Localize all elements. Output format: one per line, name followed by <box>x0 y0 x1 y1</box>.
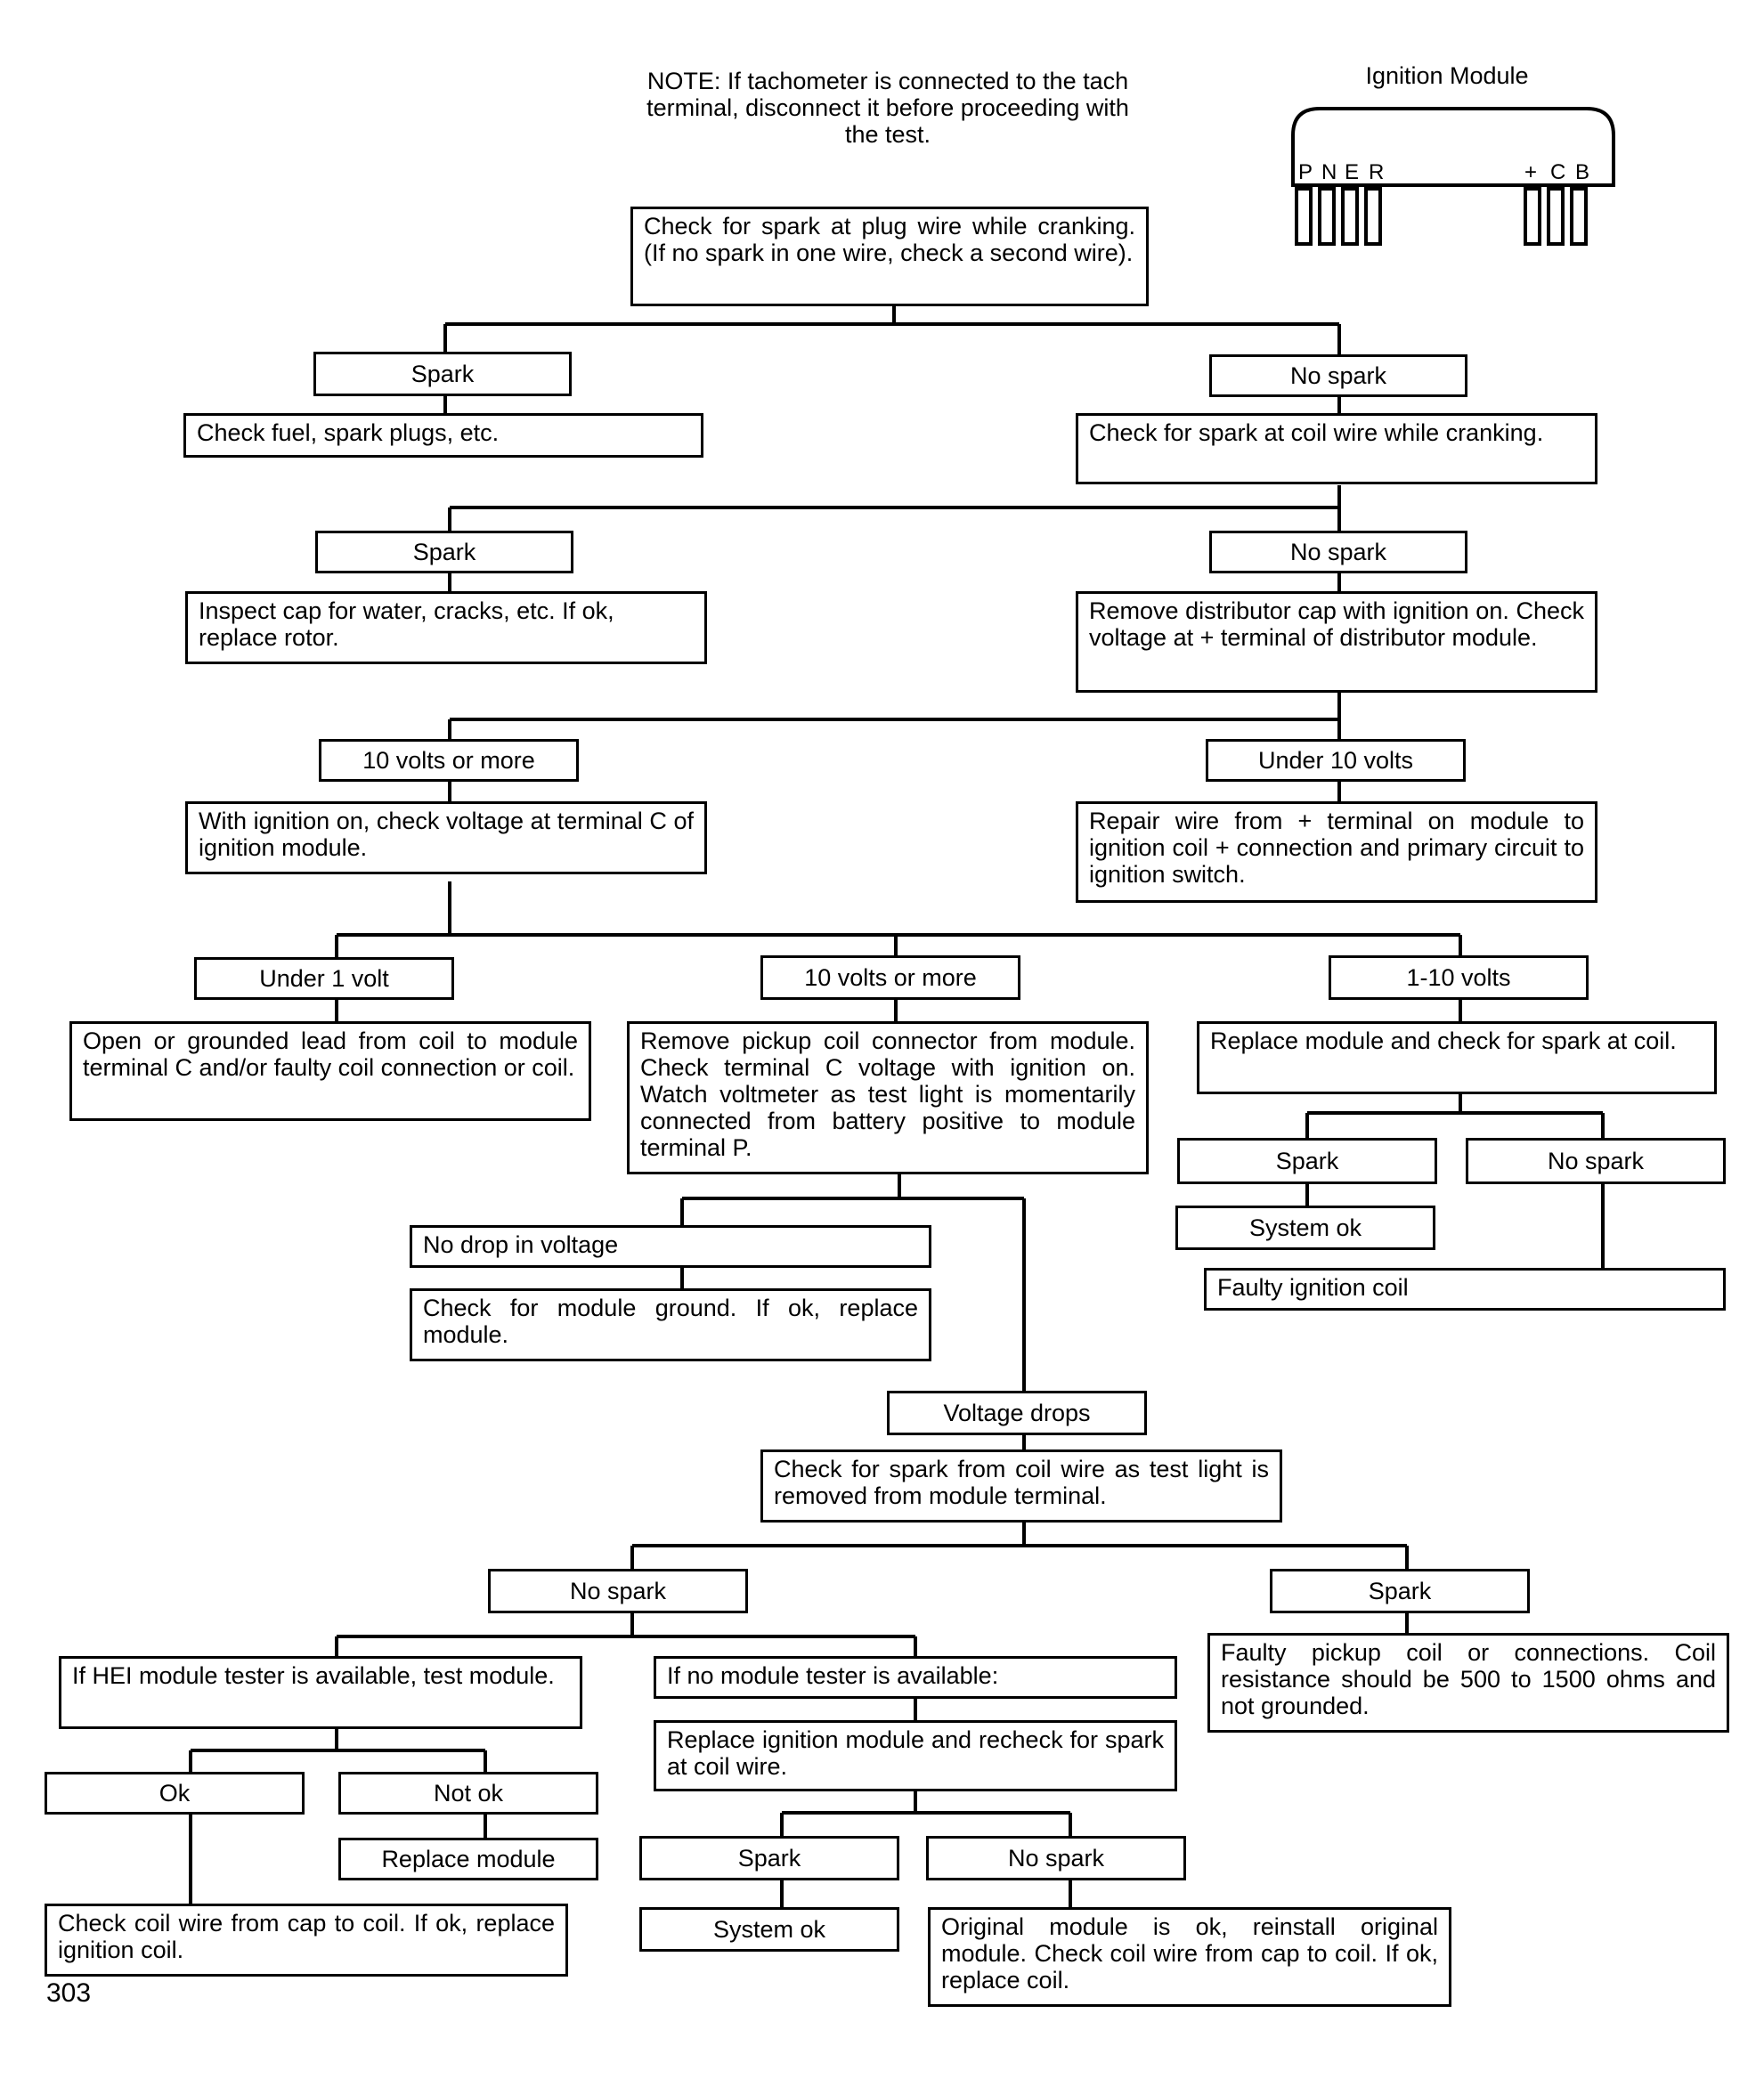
check-spark-plug-wire-box: Check for spark at plug wire while crank… <box>630 207 1149 306</box>
connector <box>448 573 1341 591</box>
no-drop-in-voltage-box: No drop in voltage <box>410 1225 931 1268</box>
connector <box>780 1880 1072 1907</box>
inspect-cap-box: Inspect cap for water, cracks, etc. If o… <box>185 591 707 664</box>
module-pin <box>1295 187 1313 246</box>
connector <box>1305 1093 1605 1138</box>
hei-tester-box: If HEI module tester is available, test … <box>59 1656 582 1729</box>
ignition-module-diagram <box>1291 107 1615 246</box>
original-module-box: Original module is ok, reinstall origina… <box>928 1907 1451 2007</box>
terminal-label-plus: + <box>1524 160 1538 184</box>
check-coil-wire-box: Check for spark at coil wire while crank… <box>1076 413 1597 484</box>
connector <box>680 1173 1026 1391</box>
connector <box>335 881 1462 957</box>
no-module-tester-box: If no module tester is available: <box>654 1656 1177 1699</box>
note-text: NOTE: If tachometer is connected to the … <box>646 68 1129 148</box>
check-module-ground-box: Check for module ground. If ok, replace … <box>410 1288 931 1361</box>
connector <box>630 1523 1409 1569</box>
no-spark-box: No spark <box>926 1836 1186 1880</box>
connector <box>448 692 1341 739</box>
remove-distributor-cap-box: Remove distributor cap with ignition on.… <box>1076 591 1597 693</box>
ten-volts-or-more-box: 10 volts or more <box>760 955 1020 1000</box>
faulty-pickup-coil-box: Faulty pickup coil or connections. Coil … <box>1207 1633 1729 1733</box>
connector <box>189 1727 487 1772</box>
replace-recheck-box: Replace ignition module and recheck for … <box>654 1720 1177 1791</box>
ten-volts-or-more-box: 10 volts or more <box>319 739 579 782</box>
replace-module-box: Replace module <box>338 1838 598 1880</box>
spark-box: Spark <box>1177 1138 1437 1184</box>
terminal-label-e: E <box>1345 160 1360 184</box>
terminal-label-c: C <box>1550 160 1566 184</box>
open-grounded-lead-box: Open or grounded lead from coil to modul… <box>69 1021 591 1121</box>
replace-module-check-box: Replace module and check for spark at co… <box>1197 1021 1717 1094</box>
module-pin <box>1364 187 1382 246</box>
check-coil-wire-cap-box: Check coil wire from cap to coil. If ok,… <box>45 1904 568 1977</box>
module-pin <box>1318 187 1336 246</box>
connector <box>335 999 1462 1021</box>
module-pin <box>1341 187 1359 246</box>
terminal-label-r: R <box>1369 160 1385 184</box>
no-spark-box: No spark <box>1466 1138 1726 1184</box>
page-number: 303 <box>46 1978 92 2008</box>
one-to-ten-volts-box: 1-10 volts <box>1329 955 1589 1000</box>
connector <box>448 782 1341 801</box>
spark-box: Spark <box>1270 1569 1530 1613</box>
no-spark-box: No spark <box>1209 354 1467 397</box>
module-pin <box>1570 187 1588 246</box>
connector <box>448 485 1341 531</box>
connector <box>1305 1184 1605 1268</box>
remove-pickup-coil-box: Remove pickup coil connector from module… <box>627 1021 1149 1174</box>
spark-box: Spark <box>639 1836 899 1880</box>
terminal-label-p: P <box>1298 160 1313 184</box>
ok-box: Ok <box>45 1772 305 1815</box>
no-spark-box: No spark <box>1209 531 1467 573</box>
connector <box>443 306 1341 354</box>
connector <box>443 394 1341 413</box>
system-ok-box: System ok <box>1175 1206 1435 1250</box>
ignition-module-title: Ignition Module <box>1365 62 1529 89</box>
connector <box>780 1790 1072 1836</box>
module-pin <box>1547 187 1565 246</box>
terminal-label-b: B <box>1575 160 1590 184</box>
not-ok-box: Not ok <box>338 1772 598 1815</box>
no-spark-box: No spark <box>488 1569 748 1613</box>
module-pin <box>1524 187 1541 246</box>
faulty-ignition-coil-box: Faulty ignition coil <box>1204 1268 1726 1311</box>
under-one-volt-box: Under 1 volt <box>194 957 454 1000</box>
connector <box>189 1813 487 1904</box>
check-spark-test-light-box: Check for spark from coil wire as test l… <box>760 1449 1282 1523</box>
check-terminal-c-box: With ignition on, check voltage at termi… <box>185 801 707 874</box>
repair-wire-box: Repair wire from + terminal on module to… <box>1076 801 1597 903</box>
check-fuel-box: Check fuel, spark plugs, etc. <box>183 413 703 458</box>
spark-box: Spark <box>315 531 573 573</box>
terminal-label-n: N <box>1321 160 1337 184</box>
system-ok-box: System ok <box>639 1907 899 1952</box>
spark-box: Spark <box>313 352 572 396</box>
connector <box>335 1613 917 1656</box>
under-ten-volts-box: Under 10 volts <box>1206 739 1466 782</box>
voltage-drops-box: Voltage drops <box>887 1391 1147 1435</box>
